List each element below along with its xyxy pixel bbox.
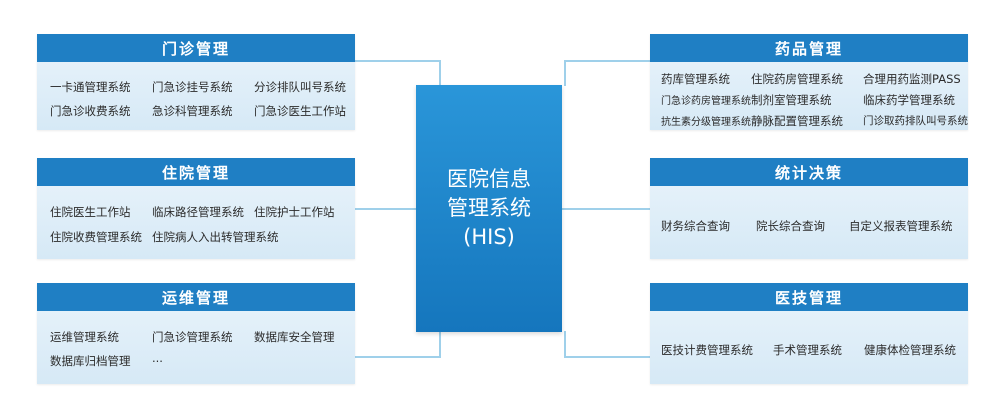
module-item: 住院医生工作站 <box>50 205 131 219</box>
module-item: 财务综合查询 <box>661 219 730 233</box>
module-item: 门诊取药排队叫号系统 <box>863 115 968 127</box>
module-item: 制剂室管理系统 <box>751 93 832 107</box>
module-item: 住院药房管理系统 <box>751 72 843 86</box>
module-item: 住院收费管理系统 <box>50 230 142 244</box>
his-center-line: 医院信息 <box>447 167 531 191</box>
module-item: 门急诊挂号系统 <box>152 80 233 94</box>
module-item: 合理用药监测PASS <box>863 72 961 86</box>
module-item: 手术管理系统 <box>773 343 842 357</box>
his-center-box: 医院信息 管理系统 (HIS) <box>416 85 562 332</box>
connector-line-left-bottom <box>355 356 441 358</box>
module-item: ... <box>152 351 163 365</box>
module-pharmacy-title: 药品管理 <box>650 34 968 62</box>
module-item: 运维管理系统 <box>50 330 119 344</box>
module-pharmacy: 药品管理 药库管理系统 住院药房管理系统 合理用药监测PASS 门急诊药房管理系… <box>650 34 968 130</box>
connector-line-right-bottom-vertical <box>564 331 566 358</box>
module-item: 临床药学管理系统 <box>863 93 955 107</box>
module-item: 健康体检管理系统 <box>864 343 956 357</box>
module-inpatient: 住院管理 住院医生工作站 临床路径管理系统 住院护士工作站 住院收费管理系统 住… <box>37 158 355 259</box>
connector-line-right-top-vertical <box>564 60 566 86</box>
his-center-line: 管理系统 <box>447 196 531 220</box>
connector-line-right-top <box>564 60 650 62</box>
connector-line-left-top <box>355 60 441 62</box>
module-item: 门急诊药房管理系统 <box>661 96 751 107</box>
module-item: 自定义报表管理系统 <box>849 219 953 233</box>
module-item: 住院护士工作站 <box>254 205 335 219</box>
connector-line-left-top-vertical <box>439 60 441 86</box>
module-item: 门急诊管理系统 <box>152 330 233 344</box>
module-item: 医技计费管理系统 <box>661 343 753 357</box>
module-medical-tech-title: 医技管理 <box>650 283 968 311</box>
module-item: 临床路径管理系统 <box>152 205 244 219</box>
module-item: 院长综合查询 <box>756 219 825 233</box>
module-item: 门急诊医生工作站 <box>254 104 346 118</box>
module-item: 数据库归档管理 <box>50 354 131 368</box>
module-outpatient-title: 门诊管理 <box>37 34 355 62</box>
module-operations-title: 运维管理 <box>37 283 355 311</box>
module-item: 一卡通管理系统 <box>50 80 131 94</box>
his-center-line: (HIS) <box>463 225 515 249</box>
module-operations: 运维管理 运维管理系统 门急诊管理系统 数据库安全管理 数据库归档管理 ... <box>37 283 355 384</box>
connector-line-left-bottom-vertical <box>439 331 441 358</box>
connector-line-right-bottom <box>564 356 650 358</box>
module-item: 住院病人入出转管理系统 <box>152 230 279 244</box>
module-inpatient-title: 住院管理 <box>37 158 355 186</box>
module-item: 抗生素分级管理系统 <box>661 117 751 128</box>
module-statistics-title: 统计决策 <box>650 158 968 186</box>
connector-line-left-middle <box>355 208 417 210</box>
module-item: 药库管理系统 <box>661 72 730 86</box>
module-outpatient: 门诊管理 一卡通管理系统 门急诊挂号系统 分诊排队叫号系统 门急诊收费系统 急诊… <box>37 34 355 130</box>
module-item: 急诊科管理系统 <box>152 104 233 118</box>
module-item: 静脉配置管理系统 <box>751 114 843 128</box>
module-item: 门急诊收费系统 <box>50 104 131 118</box>
module-item: 数据库安全管理 <box>254 330 335 344</box>
his-center-title: 医院信息 管理系统 (HIS) <box>447 165 531 252</box>
module-statistics: 统计决策 财务综合查询 院长综合查询 自定义报表管理系统 <box>650 158 968 259</box>
module-medical-tech: 医技管理 医技计费管理系统 手术管理系统 健康体检管理系统 <box>650 283 968 384</box>
module-item: 分诊排队叫号系统 <box>254 80 346 94</box>
connector-line-right-middle <box>561 208 650 210</box>
